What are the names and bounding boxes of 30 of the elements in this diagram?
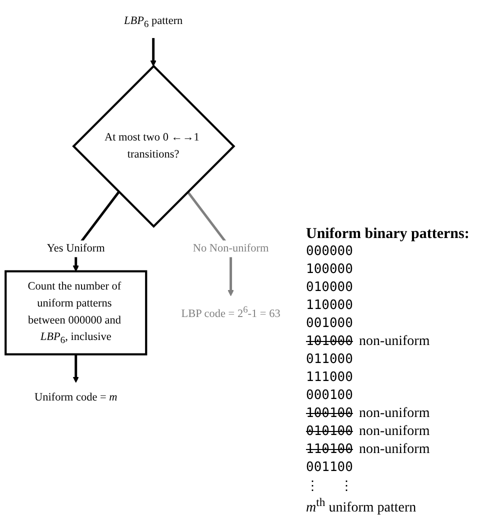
result-text: LBP code = 2$^{6}$-1 = 63 bbox=[181, 304, 280, 320]
arrow bbox=[150, 38, 156, 66]
struck-binary-pattern: 110100 bbox=[306, 442, 353, 457]
binary-pattern: 010000 bbox=[306, 280, 353, 295]
list-heading: Uniform binary patterns: bbox=[306, 226, 470, 243]
vertical-ellipsis: ⋮ bbox=[340, 478, 354, 494]
struck-binary-pattern: 101000 bbox=[306, 334, 353, 349]
pattern-note: m$^{th}$ uniform pattern bbox=[306, 496, 416, 517]
edge-label: Yes Uniform bbox=[46, 240, 105, 258]
binary-pattern: 011000 bbox=[306, 352, 353, 367]
pattern-note: non-uniform bbox=[358, 424, 430, 440]
binary-pattern: 000000 bbox=[306, 244, 353, 259]
struck-binary-pattern: 010100 bbox=[306, 424, 353, 439]
binary-pattern: 001000 bbox=[306, 316, 353, 331]
arrow bbox=[72, 354, 79, 383]
decision-diamond: At most two 0 ←→1 transitions? bbox=[72, 64, 236, 228]
struck-binary-pattern: 100100 bbox=[306, 406, 353, 421]
result-text: Uniform code = m bbox=[34, 392, 118, 404]
binary-pattern: 110000 bbox=[306, 298, 353, 313]
pattern-note: non-uniform bbox=[358, 406, 430, 422]
binary-pattern: 000100 bbox=[306, 388, 353, 403]
pattern-note: non-uniform bbox=[358, 334, 430, 350]
binary-pattern: 111000 bbox=[306, 370, 353, 385]
pattern-note: non-uniform bbox=[358, 442, 430, 458]
binary-pattern: 001100 bbox=[306, 460, 353, 475]
edge-label: No Non-uniform bbox=[192, 240, 269, 258]
vertical-ellipsis: ⋮ bbox=[306, 478, 320, 494]
start-text: LBP$_{6}$ pattern bbox=[124, 14, 183, 29]
process-box: Count the number of uniform patterns between 000000 and LBP$_{6}$, inclusive bbox=[4, 270, 148, 356]
binary-pattern: 100000 bbox=[306, 262, 353, 277]
